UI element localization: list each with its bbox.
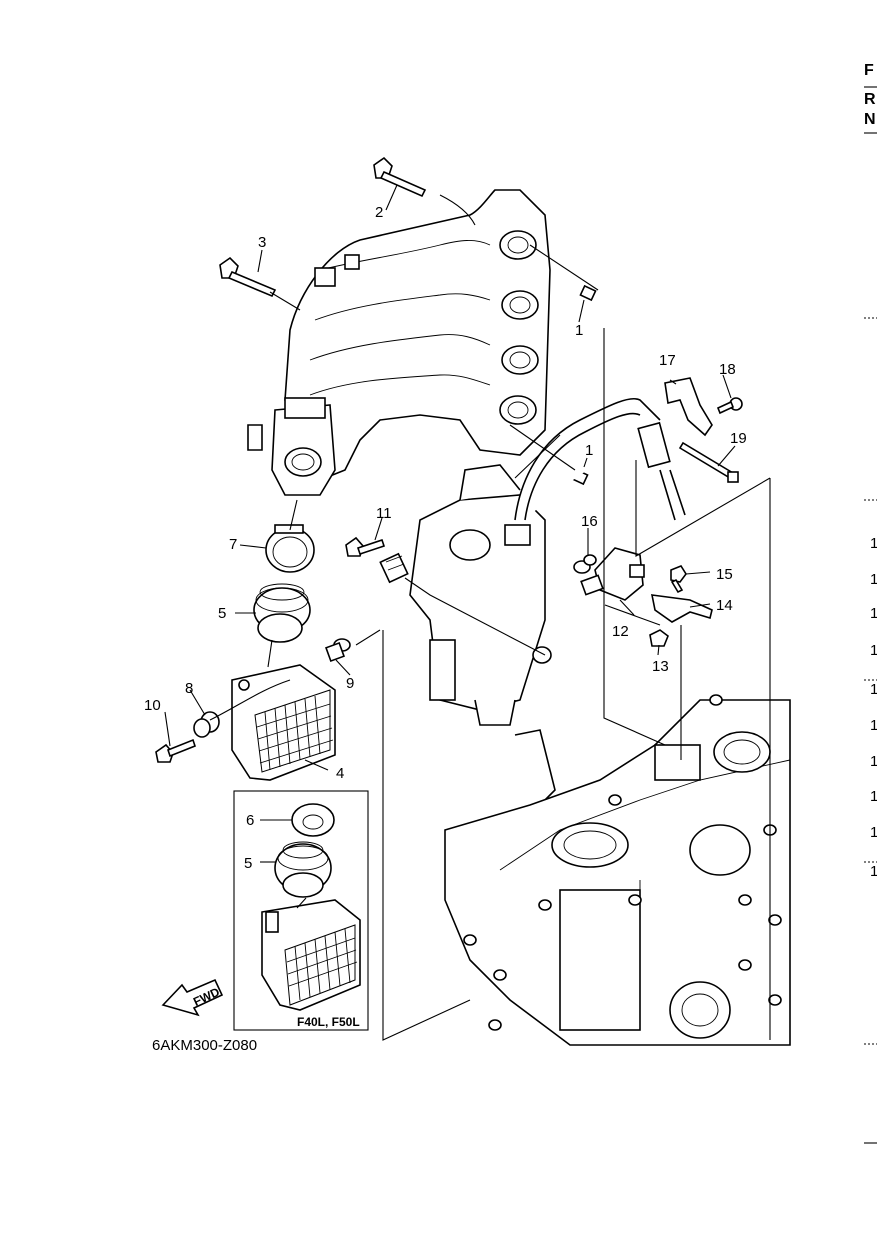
solenoid-12: [580, 547, 645, 601]
callout-18: 18: [719, 361, 736, 378]
grommet-sep: [532, 646, 552, 664]
callout-5: 5: [218, 605, 226, 622]
callout-4: 4: [336, 765, 344, 782]
callout-6: 6: [246, 812, 254, 829]
edge-num-9: 1: [870, 824, 877, 841]
callout-1-lower: 1: [585, 442, 593, 459]
callout-3: 3: [258, 234, 266, 251]
callout-12: 12: [612, 623, 629, 640]
edge-num-6: 1: [870, 717, 877, 734]
silencer-inset: [261, 899, 361, 1011]
block-bosses: [463, 694, 782, 1031]
bracket-14: [650, 594, 713, 623]
grommet-11: [379, 552, 409, 584]
edge-num-8: 1: [870, 788, 877, 805]
nut-13: [649, 629, 669, 647]
tie-19: [678, 441, 739, 483]
bolt-2: [373, 156, 427, 198]
callout-labels: 1 1 2 3 4 5 5 6 7 8 9 10 11 12 13 14 15 …: [144, 204, 747, 872]
fwd-arrow-icon: FWD: [161, 978, 224, 1017]
clamp-7: [265, 524, 315, 573]
right-edge-text: F R N 1 1 1 1 1 1 1 1 1 1: [864, 62, 877, 1144]
fuel-hose: [514, 397, 686, 521]
edge-num-1: 1: [870, 535, 877, 552]
edge-letter-3: N: [864, 111, 876, 128]
grommet-8: [193, 711, 220, 738]
edge-num-5: 1: [870, 681, 877, 698]
leader-lines: [164, 184, 771, 1041]
silencer-4: [231, 664, 336, 781]
callout-8: 8: [185, 680, 193, 697]
edge-num-7: 1: [870, 753, 877, 770]
throttle-body: [247, 397, 336, 496]
callout-19: 19: [730, 430, 747, 447]
vapor-separator: [409, 464, 556, 801]
callout-2: 2: [375, 204, 383, 221]
bolt-15: [670, 565, 687, 594]
callout-11: 11: [376, 505, 392, 522]
edge-letter-2: R: [864, 91, 876, 108]
inset-model-label: F40L, F50L: [297, 1015, 360, 1029]
clip-16: [573, 554, 597, 574]
diagram-code: 6AKM300-Z080: [152, 1037, 257, 1054]
silencer-grid: [256, 695, 334, 771]
callout-7: 7: [229, 536, 237, 553]
callout-15: 15: [716, 566, 733, 583]
bolt-18: [716, 397, 743, 415]
bolt-3: [219, 256, 277, 298]
callout-13: 13: [652, 658, 669, 675]
callout-14: 14: [716, 597, 733, 614]
callout-1-upper: 1: [575, 322, 583, 339]
edge-num-10: 1: [870, 863, 877, 880]
bracket-17: [664, 377, 713, 437]
callout-17: 17: [659, 352, 676, 369]
intake-manifold: [284, 189, 551, 481]
edge-num-3: 1: [870, 605, 877, 622]
bolt-11: [345, 536, 386, 557]
joint-5: [253, 583, 311, 643]
inset-box: F40L, F50L: [233, 790, 369, 1031]
callout-5-inset: 5: [244, 855, 252, 872]
plate-6: [291, 803, 335, 837]
bolt-10: [155, 738, 196, 763]
callout-16: 16: [581, 513, 598, 530]
callout-9: 9: [346, 675, 354, 692]
joint-5-inset: [274, 841, 332, 898]
cylinder-block: [444, 694, 791, 1046]
edge-num-2: 1: [870, 571, 877, 588]
collar-9: [325, 638, 351, 662]
callout-10: 10: [144, 697, 161, 714]
edge-num-4: 1: [870, 642, 877, 659]
edge-letter-1: F: [864, 62, 874, 79]
